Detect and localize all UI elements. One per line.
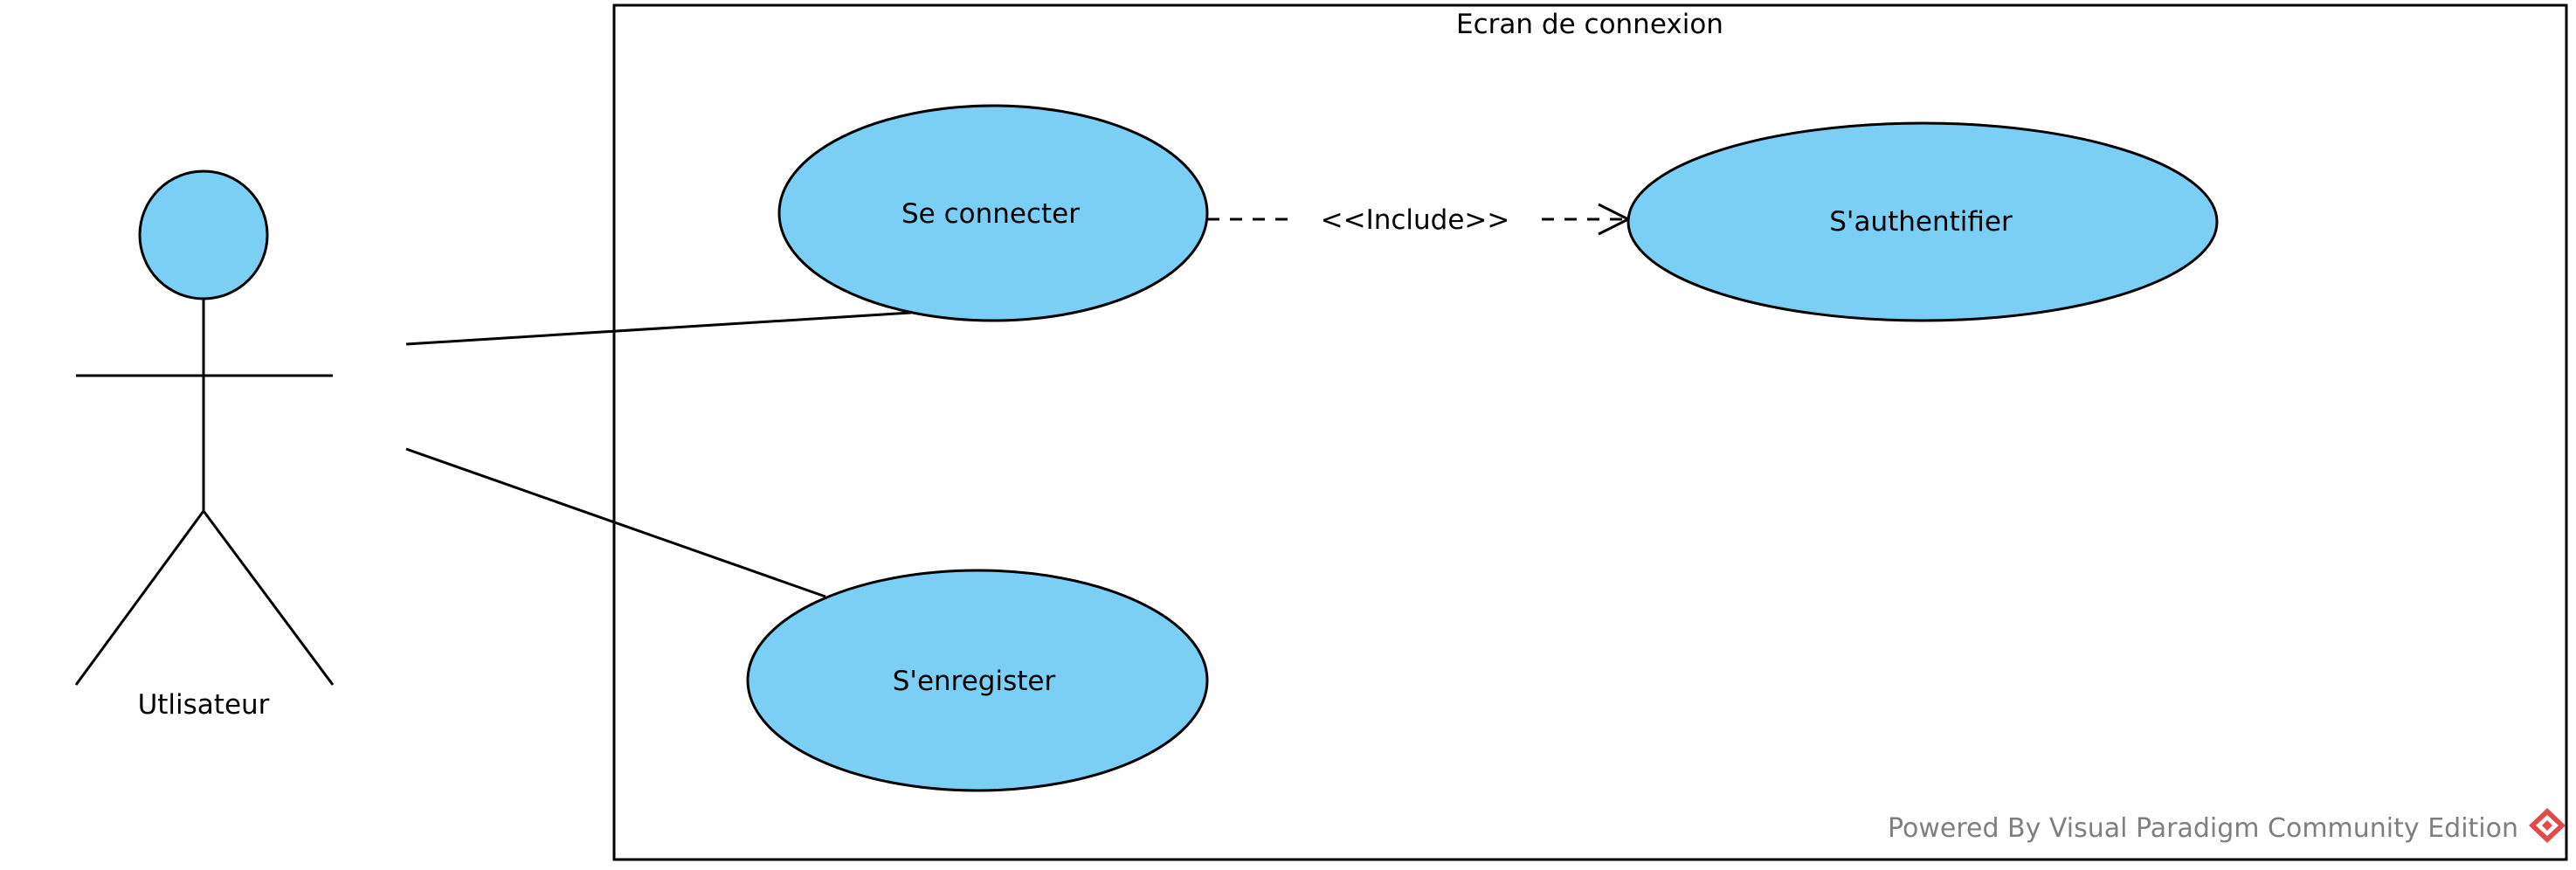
association-actor-se-connecter: [405, 311, 912, 346]
system-boundary-title: Ecran de connexion: [1456, 9, 1723, 40]
use-case-s-authentifier[interactable]: S'authentifier: [1626, 121, 2219, 322]
use-case-se-connecter-label: Se connecter: [901, 198, 1080, 230]
association-actor-s-enregister: [405, 447, 826, 598]
use-case-s-authentifier-shape: [1626, 121, 2219, 322]
actor-label: Utlisateur: [138, 689, 270, 721]
watermark-text: Powered By Visual Paradigm Community Edi…: [1888, 813, 2518, 844]
use-case-s-enregister[interactable]: S'enregister: [746, 569, 1209, 792]
actor-right-leg: [202, 510, 335, 686]
use-case-se-connecter-shape: [777, 104, 1209, 322]
watermark: Powered By Visual Paradigm Community Edi…: [1888, 808, 2566, 844]
visual-paradigm-logo-icon: [2529, 808, 2566, 843]
include-relationship: <<Include>>: [1207, 203, 1632, 236]
actor-head: [138, 169, 269, 300]
use-case-s-authentifier-label: S'authentifier: [1829, 206, 2013, 238]
use-case-s-enregister-shape: [746, 569, 1209, 792]
use-case-se-connecter[interactable]: Se connecter: [777, 104, 1209, 322]
actor-utlisateur[interactable]: Utlisateur: [74, 169, 335, 721]
use-case-s-enregister-label: S'enregister: [893, 666, 1056, 697]
include-label: <<Include>>: [1321, 204, 1510, 236]
actor-left-leg: [74, 510, 205, 686]
